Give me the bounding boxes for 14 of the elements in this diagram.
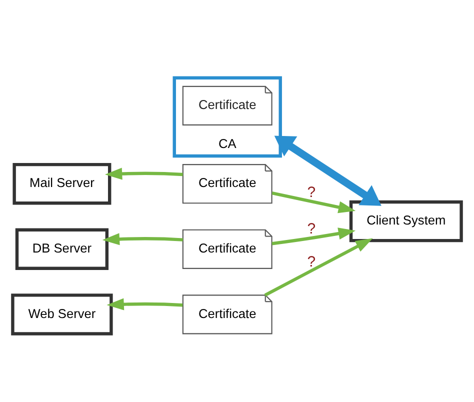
arrow: [106, 298, 183, 310]
edge-label: ?: [307, 183, 316, 200]
arrow: [104, 167, 183, 180]
edge-label: ?: [307, 220, 316, 237]
arrow: [272, 227, 356, 245]
edge-label: ?: [307, 252, 316, 270]
arrow: [274, 135, 382, 206]
arrow: [102, 232, 184, 245]
node-box: Web Server: [11, 293, 113, 335]
arrow: [264, 238, 373, 296]
arrow: [272, 191, 356, 213]
node-box: DB Server: [15, 228, 109, 270]
node-box: Mail Server: [12, 162, 112, 204]
node-box: Client System: [349, 200, 463, 242]
